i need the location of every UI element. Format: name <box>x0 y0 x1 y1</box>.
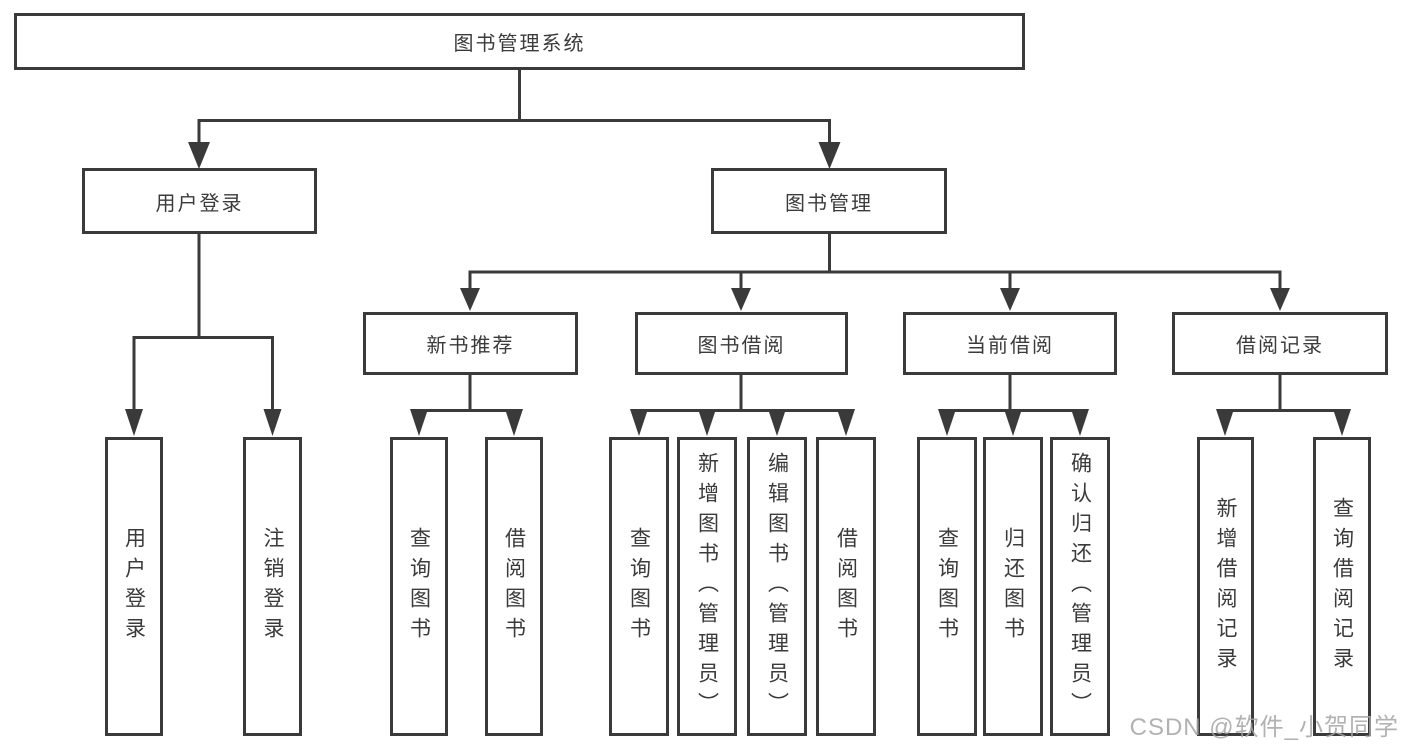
leaf-add-books-admin: 新增图书（管理员） <box>677 437 737 736</box>
arrowheads <box>125 142 1351 436</box>
leaf-query-books-current: 查询图书 <box>917 437 977 736</box>
leaf-logout: 注销登录 <box>243 437 302 736</box>
leaf-query-books-recommend: 查询图书 <box>390 437 448 736</box>
node-borrow-records: 借阅记录 <box>1172 312 1388 375</box>
leaf-add-borrow-record: 新增借阅记录 <box>1197 437 1254 736</box>
leaf-edit-books-admin: 编辑图书（管理员） <box>747 437 807 736</box>
leaf-borrow-books: 借阅图书 <box>816 437 876 736</box>
node-book-management: 图书管理 <box>711 168 947 234</box>
csdn-watermark: CSDN @软件_小贺同学 <box>1129 714 1399 741</box>
leaf-query-borrow-record: 查询借阅记录 <box>1313 437 1371 736</box>
leaf-borrow-books-recommend: 借阅图书 <box>485 437 543 736</box>
leaf-query-books-borrow: 查询图书 <box>609 437 669 736</box>
node-new-book-recommend: 新书推荐 <box>363 312 578 375</box>
leaf-confirm-return-admin: 确认归还（管理员） <box>1050 437 1110 736</box>
leaf-return-books: 归还图书 <box>983 437 1043 736</box>
node-current-borrow: 当前借阅 <box>903 312 1117 375</box>
node-book-borrow: 图书借阅 <box>635 312 848 375</box>
node-root-system: 图书管理系统 <box>14 13 1025 70</box>
node-user-login: 用户登录 <box>82 168 317 234</box>
leaf-user-login: 用户登录 <box>105 437 163 736</box>
